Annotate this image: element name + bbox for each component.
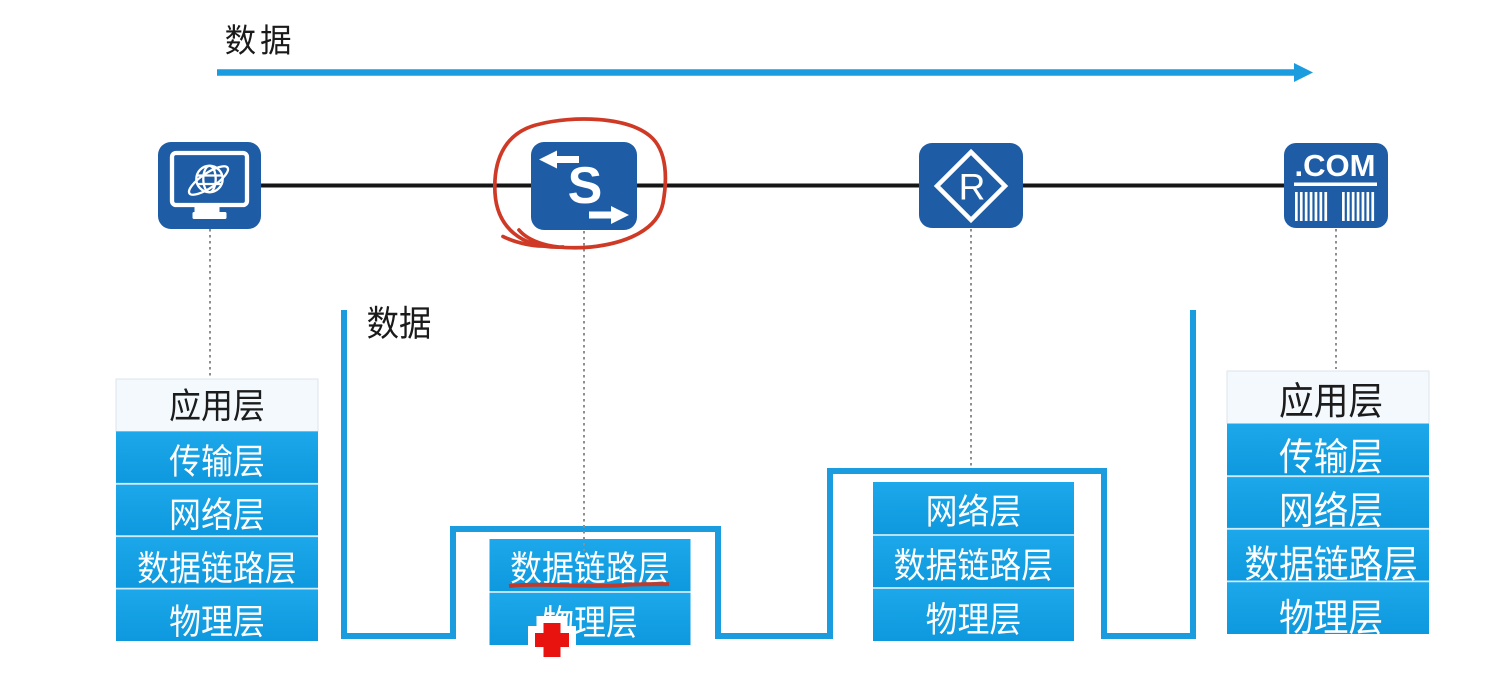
svg-text:R: R [959,167,986,208]
svg-text:S: S [568,157,603,215]
svg-text:.COM: .COM [1295,148,1376,183]
